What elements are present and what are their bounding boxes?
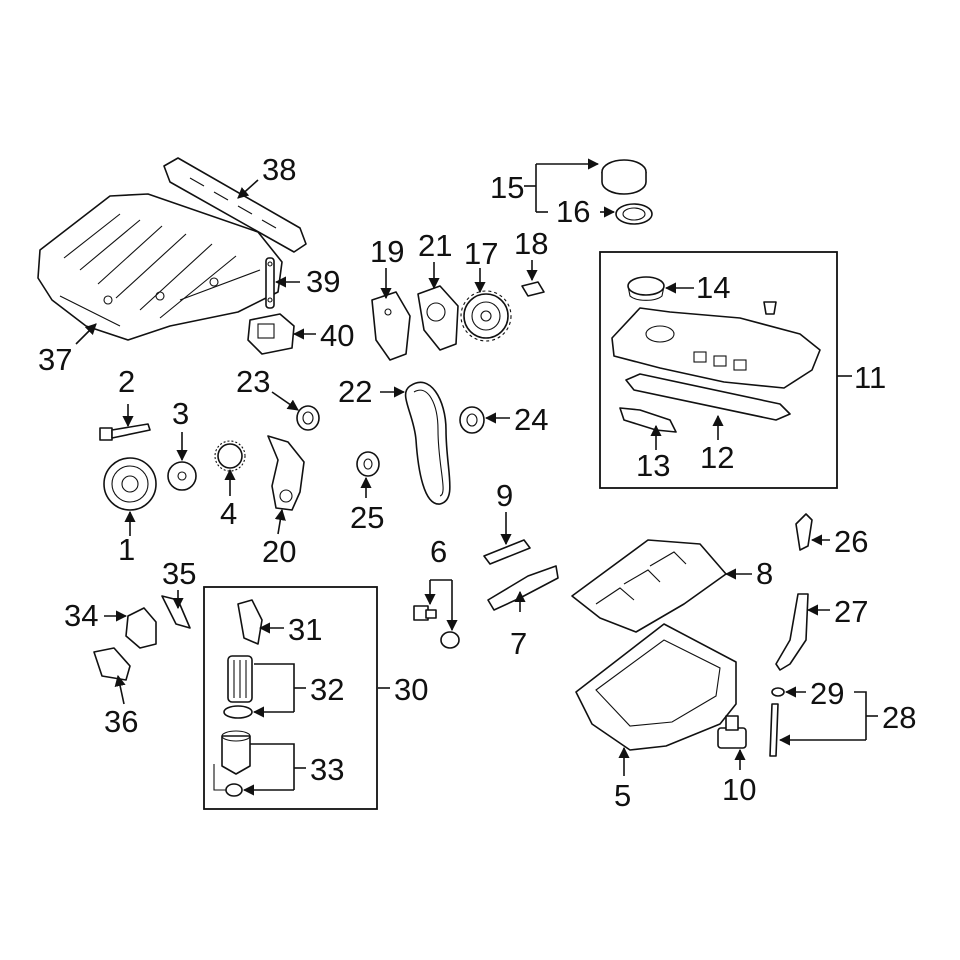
valve-cover-group-frame — [599, 251, 838, 489]
callout-38: 38 — [262, 152, 296, 187]
callout-25: 25 — [350, 500, 384, 535]
callout-17: 17 — [464, 236, 498, 271]
actuator-part — [247, 313, 295, 355]
camshaft-gear-part — [460, 290, 512, 342]
tensioner-roller-part — [459, 406, 485, 434]
callout-1: 1 — [118, 532, 135, 567]
bracket-part — [265, 257, 275, 309]
cap-seal-part — [615, 203, 653, 225]
callout-2: 2 — [118, 364, 135, 399]
callout-3: 3 — [172, 396, 189, 431]
bracket-28 — [854, 691, 867, 740]
crank-gear-part — [214, 440, 246, 472]
small-gasket-part — [619, 407, 677, 433]
filter-housing-part — [221, 730, 251, 775]
callout-15: 15 — [490, 170, 524, 205]
pulley-washer-part — [167, 461, 197, 491]
oil-pan-part — [575, 623, 737, 751]
callout-12: 12 — [700, 440, 734, 475]
seal-plate-part — [417, 285, 459, 351]
sensor-housing-part — [125, 607, 157, 649]
baffle-part — [487, 565, 559, 611]
filter-drain-line-part — [213, 764, 228, 791]
callout-18: 18 — [514, 226, 548, 261]
callout-40: 40 — [320, 318, 354, 353]
timing-belt-part — [404, 381, 451, 505]
sensor-clip-part — [161, 595, 191, 629]
dipstick-handle-part — [795, 513, 813, 551]
crank-bolt-part — [99, 423, 151, 441]
callout-30: 30 — [394, 672, 428, 707]
sealant-tube-part — [483, 539, 531, 565]
callout-20: 20 — [262, 534, 296, 569]
callout-11: 11 — [854, 360, 886, 395]
bracket-33 — [250, 743, 295, 790]
valve-cover-gasket-part — [625, 373, 791, 421]
drain-washer-part — [440, 631, 460, 649]
leader-36 — [114, 674, 126, 705]
tensioner-bracket-part — [267, 435, 305, 511]
dipstick-oring-part — [771, 687, 785, 697]
callout-16: 16 — [556, 194, 590, 229]
callout-36: 36 — [104, 704, 138, 739]
timing-cover-part — [371, 291, 411, 361]
oil-level-sensor-part — [717, 715, 747, 749]
callout-19: 19 — [370, 234, 404, 269]
callout-6: 6 — [430, 534, 447, 569]
dipstick-part — [769, 703, 779, 757]
cover-plug-part — [627, 276, 665, 301]
sensor-bracket-part — [93, 647, 131, 681]
callout-35: 35 — [162, 556, 196, 591]
bracket-32 — [254, 663, 295, 712]
oil-filter-element-part — [227, 655, 253, 703]
manifold-gasket-part — [163, 157, 307, 253]
callout-4: 4 — [220, 496, 237, 531]
callout-24: 24 — [514, 402, 548, 437]
callout-37: 37 — [38, 342, 72, 377]
callout-27: 27 — [834, 594, 868, 629]
oil-filter-group-frame — [203, 586, 378, 810]
oil-filler-cap-part — [601, 159, 647, 195]
oil-pan-upper-part — [571, 539, 727, 633]
callout-34: 34 — [64, 598, 98, 633]
callout-8: 8 — [756, 556, 773, 591]
callout-26: 26 — [834, 524, 868, 559]
callout-33: 33 — [310, 752, 344, 787]
valve-cover-part — [611, 307, 821, 389]
callout-23: 23 — [236, 364, 270, 399]
callout-10: 10 — [722, 772, 756, 807]
leader-37 — [75, 323, 97, 345]
callout-7: 7 — [510, 626, 527, 661]
filter-oring-part — [225, 783, 243, 797]
leader-20 — [274, 508, 286, 535]
filter-housing-cap-part — [237, 599, 263, 645]
callout-22: 22 — [338, 374, 372, 409]
callout-32: 32 — [310, 672, 344, 707]
cover-bolt-part — [763, 301, 777, 315]
callout-21: 21 — [418, 228, 452, 263]
callout-29: 29 — [810, 676, 844, 711]
leader-38 — [237, 179, 259, 199]
dipstick-tube-part — [775, 593, 809, 671]
callout-28: 28 — [882, 700, 916, 735]
crank-pulley-part — [103, 457, 157, 511]
callout-13: 13 — [636, 448, 670, 483]
guide-roller-part — [356, 451, 380, 477]
idler-pulley-part — [296, 405, 320, 431]
intake-manifold-part — [37, 193, 283, 341]
filter-seal-part — [223, 705, 253, 719]
callout-39: 39 — [306, 264, 340, 299]
clip-part — [521, 281, 545, 297]
callout-9: 9 — [496, 478, 513, 513]
callout-5: 5 — [614, 778, 631, 813]
leader-23 — [271, 391, 299, 411]
callout-14: 14 — [696, 270, 730, 305]
drain-plug-part — [413, 605, 437, 621]
callout-31: 31 — [288, 612, 322, 647]
